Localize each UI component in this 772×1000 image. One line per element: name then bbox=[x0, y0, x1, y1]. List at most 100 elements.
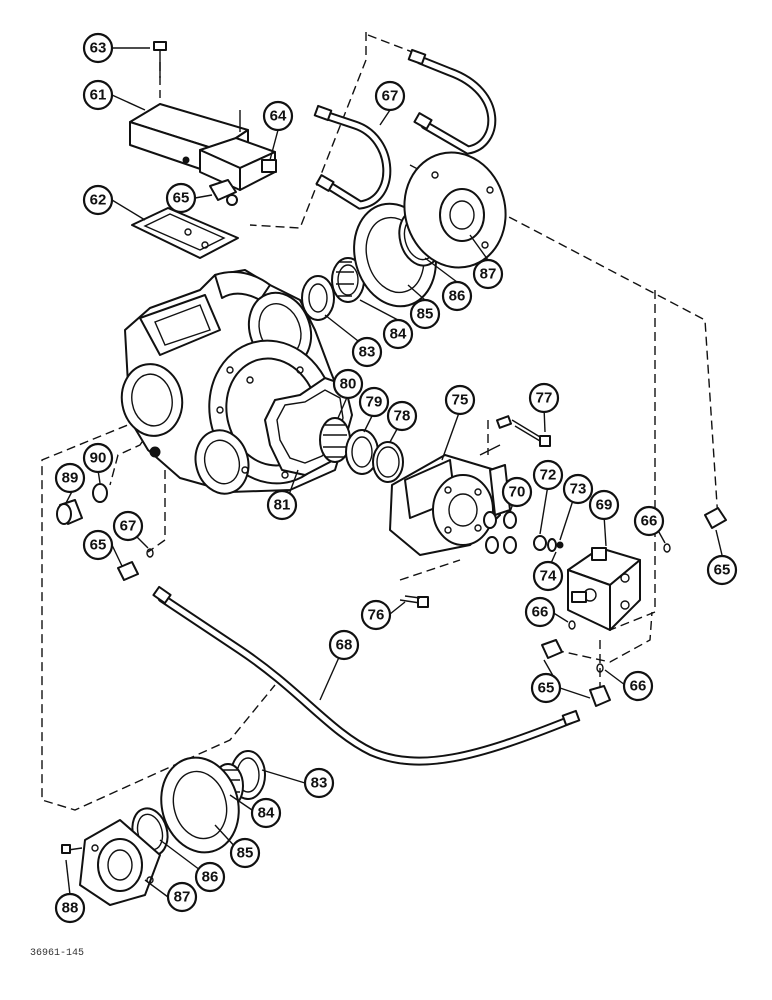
callout-label: 85 bbox=[417, 306, 434, 323]
callout-77: 77 bbox=[528, 382, 560, 414]
routing-lines bbox=[41, 32, 719, 811]
callout-76: 76 bbox=[360, 599, 392, 631]
callout-84-top: 84 bbox=[382, 318, 414, 350]
callout-label: 65 bbox=[90, 537, 107, 554]
hose-assembly-67 bbox=[313, 48, 497, 210]
seal-kit-70 bbox=[483, 511, 517, 554]
callout-88: 88 bbox=[54, 892, 86, 924]
callout-label: 88 bbox=[62, 900, 79, 917]
callout-label: 77 bbox=[536, 390, 553, 407]
middle-drive-parts bbox=[264, 377, 404, 483]
callout-67-left: 67 bbox=[112, 510, 144, 542]
callout-label: 61 bbox=[90, 87, 107, 104]
callout-label: 66 bbox=[641, 513, 658, 530]
hose-68 bbox=[152, 585, 581, 766]
callout-label: 90 bbox=[90, 450, 107, 467]
callout-63: 63 bbox=[82, 32, 114, 64]
callout-label: 83 bbox=[359, 344, 376, 361]
callout-85-top: 85 bbox=[409, 298, 441, 330]
callout-label: 84 bbox=[258, 805, 275, 822]
callout-86-top: 86 bbox=[441, 280, 473, 312]
callout-label: 89 bbox=[62, 470, 79, 487]
callout-66-bottom: 66 bbox=[622, 670, 654, 702]
callout-66-right: 66 bbox=[633, 505, 665, 537]
callout-87-top: 87 bbox=[472, 258, 504, 290]
callout-86-bottom: 86 bbox=[194, 861, 226, 893]
elbow-fittings-65 bbox=[117, 507, 727, 707]
callout-label: 81 bbox=[274, 497, 291, 514]
callout-label: 62 bbox=[90, 192, 107, 209]
callout-90: 90 bbox=[82, 442, 114, 474]
callout-72: 72 bbox=[532, 459, 564, 491]
callout-83-bottom: 83 bbox=[303, 767, 335, 799]
callout-80: 80 bbox=[332, 368, 364, 400]
callout-label: 79 bbox=[366, 394, 383, 411]
callout-label: 65 bbox=[538, 680, 555, 697]
callout-66-mid: 66 bbox=[524, 596, 556, 628]
callout-label: 75 bbox=[452, 392, 469, 409]
callout-73: 73 bbox=[562, 473, 594, 505]
callout-67-top: 67 bbox=[374, 80, 406, 112]
callout-label: 85 bbox=[237, 845, 254, 862]
callout-label: 86 bbox=[449, 288, 466, 305]
bolt-76 bbox=[399, 595, 429, 608]
callout-label: 72 bbox=[540, 467, 557, 484]
callout-85-bottom: 85 bbox=[229, 837, 261, 869]
bolt-77 bbox=[511, 419, 551, 447]
hydraulic-pump-75 bbox=[389, 415, 513, 556]
oring-90 bbox=[92, 483, 108, 503]
callout-61: 61 bbox=[82, 79, 114, 111]
fitting-65-top bbox=[209, 179, 238, 206]
lower-drive-parts bbox=[61, 750, 266, 906]
orings-66 bbox=[568, 543, 671, 673]
callout-label: 66 bbox=[630, 678, 647, 695]
callout-87-bottom: 87 bbox=[166, 881, 198, 913]
callout-label: 87 bbox=[174, 889, 191, 906]
callout-81: 81 bbox=[266, 489, 298, 521]
callout-64: 64 bbox=[262, 100, 294, 132]
callout-label: 64 bbox=[270, 108, 287, 125]
valve-body-61 bbox=[129, 41, 277, 191]
callout-label: 66 bbox=[532, 604, 549, 621]
callout-label: 73 bbox=[570, 481, 587, 498]
upper-right-drive-parts bbox=[301, 151, 507, 321]
callout-75: 75 bbox=[444, 384, 476, 416]
callout-label: 76 bbox=[368, 607, 385, 624]
callout-label: 67 bbox=[382, 88, 399, 105]
callout-label: 70 bbox=[509, 484, 526, 501]
callout-label: 68 bbox=[336, 637, 353, 654]
callout-label: 84 bbox=[390, 326, 407, 343]
callout-65-top: 65 bbox=[165, 182, 197, 214]
callout-65-right: 65 bbox=[706, 554, 738, 586]
callout-62: 62 bbox=[82, 184, 114, 216]
callout-89: 89 bbox=[54, 462, 86, 494]
callout-label: 65 bbox=[714, 562, 731, 579]
callout-label: 74 bbox=[540, 568, 557, 585]
callout-65-bottom: 65 bbox=[530, 672, 562, 704]
callout-65-left: 65 bbox=[82, 529, 114, 561]
plug-89 bbox=[56, 499, 83, 525]
callout-label: 80 bbox=[340, 376, 357, 393]
callout-label: 63 bbox=[90, 40, 107, 57]
callout-label: 86 bbox=[202, 869, 219, 886]
callout-70: 70 bbox=[501, 476, 533, 508]
callout-69: 69 bbox=[588, 489, 620, 521]
callout-74: 74 bbox=[532, 560, 564, 592]
callout-label: 69 bbox=[596, 497, 613, 514]
callout-label: 78 bbox=[394, 408, 411, 425]
callout-78: 78 bbox=[386, 400, 418, 432]
figure-code: 36961-145 bbox=[30, 948, 85, 959]
callout-68: 68 bbox=[328, 629, 360, 661]
callout-79: 79 bbox=[358, 386, 390, 418]
callout-label: 65 bbox=[173, 190, 190, 207]
callout-84-bottom: 84 bbox=[250, 797, 282, 829]
callout-label: 67 bbox=[120, 518, 137, 535]
gasket-62 bbox=[131, 207, 239, 259]
valve-block-69 bbox=[567, 547, 641, 631]
callout-label: 87 bbox=[480, 266, 497, 283]
callout-83-top: 83 bbox=[351, 336, 383, 368]
fittings-72-74 bbox=[533, 535, 564, 552]
callout-label: 83 bbox=[311, 775, 328, 792]
